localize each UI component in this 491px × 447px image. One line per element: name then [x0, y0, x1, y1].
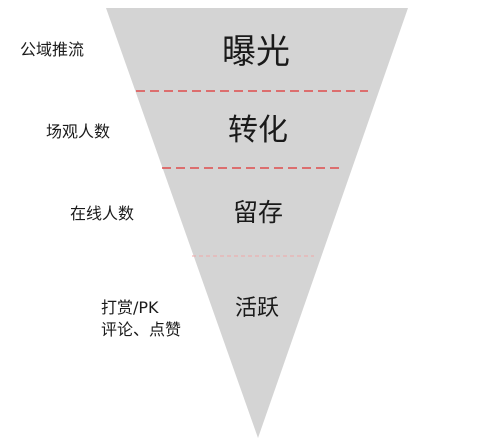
side-label-public-traffic: 公域推流 — [20, 40, 85, 59]
funnel-shape — [106, 8, 408, 438]
side-label-tip-pk: 打赏/PK — [101, 298, 159, 317]
stage-conversion: 转化 — [228, 113, 288, 148]
side-label-comment-like: 评论、点赞 — [101, 320, 182, 339]
stage-active: 活跃 — [234, 296, 280, 321]
side-label-viewers: 场观人数 — [46, 122, 111, 141]
stage-exposure: 曝光 — [222, 32, 290, 72]
side-label-online-users: 在线人数 — [70, 204, 135, 223]
stage-retention: 留存 — [232, 198, 284, 227]
